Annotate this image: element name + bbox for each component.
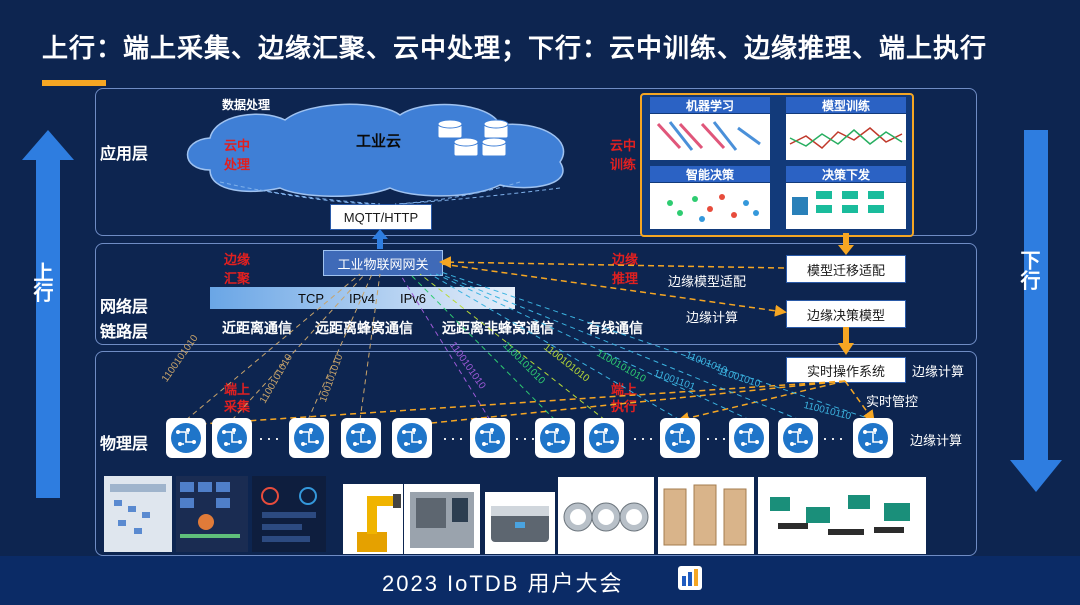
iotdb-logo-icon [678, 566, 702, 590]
iot-device-icon [535, 418, 575, 458]
gateway-up-arrow-icon [372, 229, 388, 249]
iot-device-icon [392, 418, 432, 458]
iot-device-icon [853, 418, 893, 458]
dashboard-screenshot-2 [176, 476, 248, 552]
dashboard-screenshot-3 [252, 476, 326, 552]
cloud-processing-label: 云中处理 [224, 138, 251, 172]
iot-device-icon [289, 418, 329, 458]
down-arrow-icon [1010, 130, 1062, 492]
application-layer-frame [95, 88, 977, 236]
dashboard-screenshot-1 [104, 476, 172, 552]
ellipsis-3: ··· [514, 428, 538, 448]
sensors-photo [758, 477, 926, 554]
iot-gateway-box: 工业物联网网关 [323, 250, 443, 276]
protocol-tcp: TCP [298, 291, 324, 306]
iot-device-icon [212, 418, 252, 458]
tile-machine-learning: 机器学习 [650, 97, 770, 113]
cnc-machine-photo [404, 484, 480, 554]
robot-arm-photo [343, 484, 403, 554]
ellipsis-1: ··· [258, 428, 282, 448]
down-label: 下行 [1017, 250, 1039, 290]
edge-compute-label: 边缘计算 [686, 310, 739, 325]
layer-label-link: 链路层 [100, 324, 149, 341]
layer-label-physical: 物理层 [100, 436, 149, 453]
tile-decision-dispatch: 决策下发 [786, 166, 906, 182]
mqtt-http-box: MQTT/HTTP [330, 204, 432, 230]
ellipsis-2: ··· [442, 428, 466, 448]
steel-pipes-photo [558, 477, 654, 554]
dispatch-flow-image [786, 183, 906, 229]
model-migration-box: 模型迁移适配 [786, 255, 906, 283]
edge-compute-label-1: 边缘计算 [912, 364, 965, 379]
slide-title: 上行：端上采集、边缘汇聚、云中处理；下行：云中训练、边缘推理、端上执行 [42, 33, 988, 63]
layer-label-network: 网络层 [100, 299, 149, 316]
ellipsis-5: ··· [705, 428, 729, 448]
edge-aggregation-label: 边缘汇聚 [224, 252, 251, 286]
footer-bar [0, 556, 1080, 605]
ellipsis-4: ··· [632, 428, 656, 448]
link-wired: 有线通信 [587, 320, 643, 336]
iot-device-icon [584, 418, 624, 458]
iot-device-icon [729, 418, 769, 458]
material-drums-photo [658, 477, 754, 554]
edge-decision-model-box: 边缘决策模型 [786, 300, 906, 328]
protocol-ipv4: IPv4 [349, 291, 376, 306]
link-cellular: 远距离蜂窝通信 [315, 320, 413, 336]
edge-inference-label: 边缘推理 [612, 252, 639, 286]
decision-down-arrow-icon [838, 327, 854, 355]
up-label: 上行 [30, 262, 52, 302]
iot-device-icon [341, 418, 381, 458]
data-processing-label: 数据处理 [222, 98, 271, 112]
physical-layer-frame [95, 351, 977, 556]
layer-label-app: 应用层 [100, 146, 149, 163]
cloud-shape [186, 103, 565, 197]
footer-text: 2023 IoTDB 用户大会 [382, 571, 624, 596]
up-arrow-icon [22, 130, 74, 498]
realtime-control-label: 实时管控 [866, 394, 919, 409]
edge-compute-label-2: 边缘计算 [910, 433, 963, 448]
iot-device-icon [660, 418, 700, 458]
ellipsis-6: ··· [822, 428, 846, 448]
protocol-ipv6: IPv6 [400, 291, 427, 306]
industrial-cloud-label: 工业云 [356, 133, 402, 150]
iot-device-icon [166, 418, 206, 458]
device-collect-label: 端上采集 [224, 382, 251, 414]
decision-scatter-image [650, 183, 770, 229]
database-icon [437, 119, 509, 157]
iot-device-icon [470, 418, 510, 458]
link-near: 近距离通信 [222, 320, 292, 336]
agv-robot-photo [485, 492, 555, 554]
rtos-box: 实时操作系统 [786, 357, 906, 383]
network-layer-frame [95, 243, 977, 345]
ml-chart-image [650, 114, 770, 160]
iot-device-icon [778, 418, 818, 458]
edge-model-adapt-label: 边缘模型适配 [668, 274, 747, 289]
training-down-arrow-icon [838, 233, 854, 255]
tile-intelligent-decision: 智能决策 [650, 166, 770, 182]
cloud-training-label: 云中训练 [610, 138, 637, 172]
title-underline [42, 80, 106, 86]
link-noncellular: 远距离非蜂窝通信 [442, 320, 554, 336]
tile-model-training: 模型训练 [786, 97, 906, 113]
training-graph-image [786, 114, 906, 160]
